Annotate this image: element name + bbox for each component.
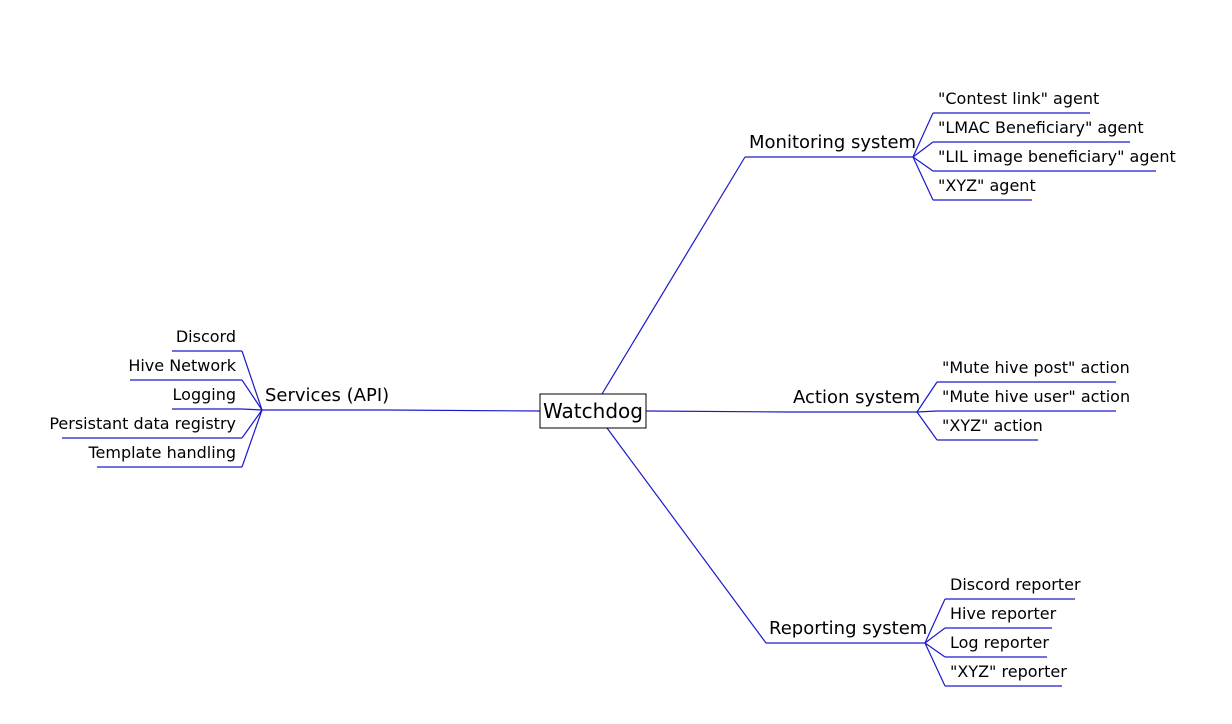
node-label-discord-reporter: Discord reporter: [950, 575, 1081, 594]
node-label-contest-link-agent: "Contest link" agent: [938, 89, 1099, 108]
edge-root-to-action-system: [645, 410, 790, 413]
node-label-template-handling: Template handling: [87, 443, 236, 462]
edge-monitoring-system-to-contest-link-agent: [912, 112, 934, 158]
edge-monitoring-system-to-xyz-agent: [912, 156, 934, 201]
edge-action-system-to-xyz-action: [916, 411, 938, 441]
node-label-log-reporter: Log reporter: [950, 633, 1049, 652]
root-node-box: [539, 393, 647, 429]
edge-root-to-reporting-system: [606, 427, 767, 644]
edge-reporting-system-to-discord-reporter: [924, 598, 946, 644]
root-node-label: Watchdog: [543, 399, 643, 423]
edge-action-system-to-mute-hive-post-action: [916, 381, 938, 413]
node-label-mute-hive-post-action: "Mute hive post" action: [942, 358, 1130, 377]
edge-root-to-services-api: [385, 409, 541, 412]
labels-layer: Watchdog Monitoring system "Contest link" …: [49, 89, 1175, 681]
edges-layer: [62, 112, 1156, 687]
node-label-xyz-agent: "XYZ" agent: [938, 176, 1036, 195]
edge-reporting-system-to-xyz-reporter: [924, 642, 946, 687]
edge-root-to-monitoring-system: [601, 156, 746, 395]
node-label-xyz-action: "XYZ" action: [942, 416, 1043, 435]
edge-monitoring-system-to-lil-image-beneficiary-agent: [912, 156, 934, 172]
node-label-lil-image-beneficiary-agent: "LIL image beneficiary" agent: [938, 147, 1176, 166]
branch-label-monitoring-system: Monitoring system: [749, 132, 916, 153]
branch-label-action-system: Action system: [793, 387, 920, 408]
node-label-hive-reporter: Hive reporter: [950, 604, 1057, 623]
node-label-xyz-reporter: "XYZ" reporter: [950, 662, 1067, 681]
node-label-mute-hive-user-action: "Mute hive user" action: [942, 387, 1130, 406]
edge-services-api-to-template-handling: [241, 409, 263, 468]
branch-label-reporting-system: Reporting system: [769, 618, 927, 639]
edge-action-system-to-mute-hive-user-action: [916, 410, 938, 413]
edge-services-api-to-hive-network: [241, 379, 263, 411]
edge-services-api-to-persistant-data-registry: [241, 409, 263, 439]
branch-label-services-api: Services (API): [265, 385, 389, 406]
edge-reporting-system-to-hive-reporter: [924, 627, 946, 644]
node-label-lmac-beneficiary-agent: "LMAC Beneficiary" agent: [938, 118, 1144, 137]
node-label-discord: Discord: [176, 327, 236, 346]
edge-reporting-system-to-log-reporter: [924, 642, 946, 658]
edge-monitoring-system-to-lmac-beneficiary-agent: [912, 141, 934, 158]
node-label-hive-network: Hive Network: [128, 356, 236, 375]
node-label-persistant-data-registry: Persistant data registry: [49, 414, 236, 433]
edge-services-api-to-logging: [241, 408, 263, 411]
node-label-logging: Logging: [173, 385, 236, 404]
edge-services-api-to-discord: [241, 350, 263, 411]
